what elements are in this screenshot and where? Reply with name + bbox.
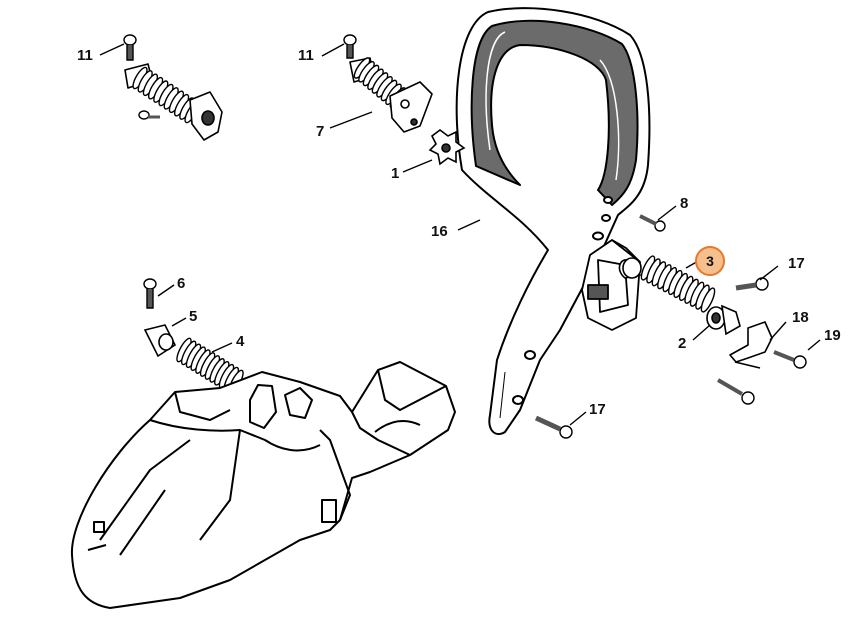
callout-17-right: 17 <box>788 255 805 272</box>
screw-small-left <box>138 110 160 120</box>
callout-16: 16 <box>431 223 448 240</box>
engine-housing <box>70 361 456 609</box>
av-element-left <box>124 63 223 141</box>
av-mount-block <box>581 239 641 331</box>
callout-18: 18 <box>792 309 809 326</box>
star-nut-part-1 <box>428 129 466 166</box>
screw-11-left <box>123 34 137 61</box>
handlebar <box>455 7 651 435</box>
screw-lower-right <box>716 378 755 405</box>
screw-6 <box>143 278 157 309</box>
av-element-lower <box>143 324 244 395</box>
screw-11-middle <box>343 34 357 59</box>
callout-5: 5 <box>189 308 198 325</box>
callout-2: 2 <box>678 335 687 352</box>
callout-11-middle: 11 <box>298 47 314 64</box>
callout-1: 1 <box>391 165 400 182</box>
callout-19: 19 <box>824 327 841 344</box>
clamp-part-18 <box>729 321 773 369</box>
callout-6: 6 <box>177 275 186 292</box>
callout-11-left: 11 <box>77 47 93 64</box>
screw-17-bottom <box>534 415 573 439</box>
spring-part-3 <box>618 255 716 313</box>
av-element-7 <box>349 57 433 133</box>
leader-lines <box>99 43 821 426</box>
screw-8 <box>639 214 666 232</box>
callout-17-bottom: 17 <box>589 401 606 418</box>
screw-19 <box>773 350 807 369</box>
screw-17-right <box>735 277 769 291</box>
callout-4: 4 <box>236 333 245 350</box>
callout-3-highlighted: 3 <box>695 246 725 276</box>
callout-8: 8 <box>680 195 689 212</box>
screws <box>123 34 807 439</box>
buffer-part-2 <box>706 304 741 336</box>
callout-7: 7 <box>316 123 325 140</box>
